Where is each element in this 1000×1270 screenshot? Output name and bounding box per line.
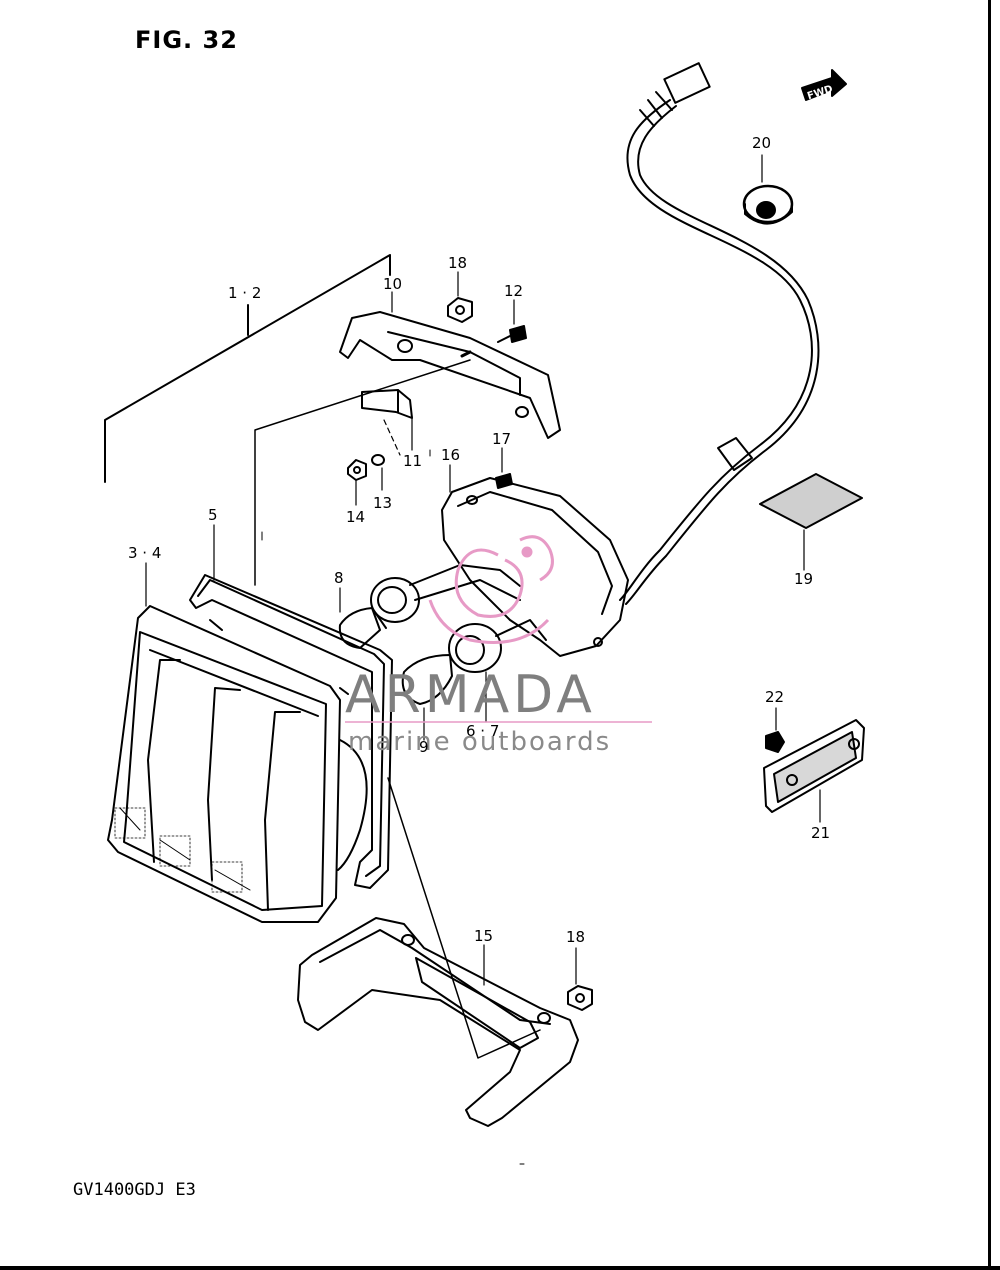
assembly-line-15 [387,777,541,1059]
part-5-gasket [189,574,393,889]
callout-11: 11 [403,452,422,470]
part-18-nut-top [447,297,473,323]
part-12-screw [497,325,527,343]
callout-1-2: 1 · 2 [228,284,261,302]
part-6-7-socket-lower [448,619,547,673]
harness-connector [663,62,711,104]
callout-12: 12 [504,282,523,300]
callout-3-4: 3 · 4 [128,544,161,562]
part-20-grommet [742,184,794,225]
callout-9: 9 [419,738,429,756]
part-14-nut [347,459,367,481]
part-15-lower-bracket [297,917,579,1127]
wiring-harness [619,62,820,605]
harness-grommet [717,437,753,471]
callout-6-7: 6 · 7 [466,722,499,740]
callout-labels: 1 · 2 3 · 4 5 6 · 7 8 9 10 11 12 13 14 1… [128,134,830,946]
callout-22: 22 [765,688,784,706]
watermark: ARMADA marine outboards [345,535,652,757]
assembly-bracket-line [104,254,391,483]
part-10-upper-bracket [339,311,561,439]
part-9-bulb [401,654,453,705]
part-18-nut-bottom [567,985,593,1011]
part-16-socket-housing [441,477,629,657]
callout-17: 17 [492,430,511,448]
part-11-clip [361,389,413,419]
callout-21: 21 [811,824,830,842]
watermark-seahorse-icon [428,535,554,644]
part-8-bulb [338,607,387,649]
registration-marks [261,449,525,1165]
part-13-washer [371,454,385,466]
callout-16: 16 [441,446,460,464]
callout-14: 14 [346,508,365,526]
part-6-7-socket-upper [370,564,521,623]
callout-5: 5 [208,506,218,524]
callout-18-top: 18 [448,254,467,272]
callout-18-bottom: 18 [566,928,585,946]
callout-20: 20 [752,134,771,152]
part-3-4-lens [107,605,368,923]
watermark-tagline: marine outboards [348,727,611,757]
callout-8: 8 [334,569,344,587]
watermark-brand: ARMADA [345,665,596,725]
part-22-nut [765,731,785,753]
figure-title: FIG. 32 [135,26,238,54]
callout-15: 15 [474,927,493,945]
callout-10: 10 [383,275,402,293]
assembly-line-11 [383,419,401,456]
callout-13: 13 [373,494,392,512]
model-code: GV1400GDJ E3 [73,1180,196,1200]
callout-19: 19 [794,570,813,588]
scan-edge-right [988,0,991,1270]
scan-edge-bottom [0,1266,1000,1270]
part-21-reflector [763,719,865,813]
fwd-arrow-icon [801,69,847,101]
part-19-pad [759,473,863,529]
